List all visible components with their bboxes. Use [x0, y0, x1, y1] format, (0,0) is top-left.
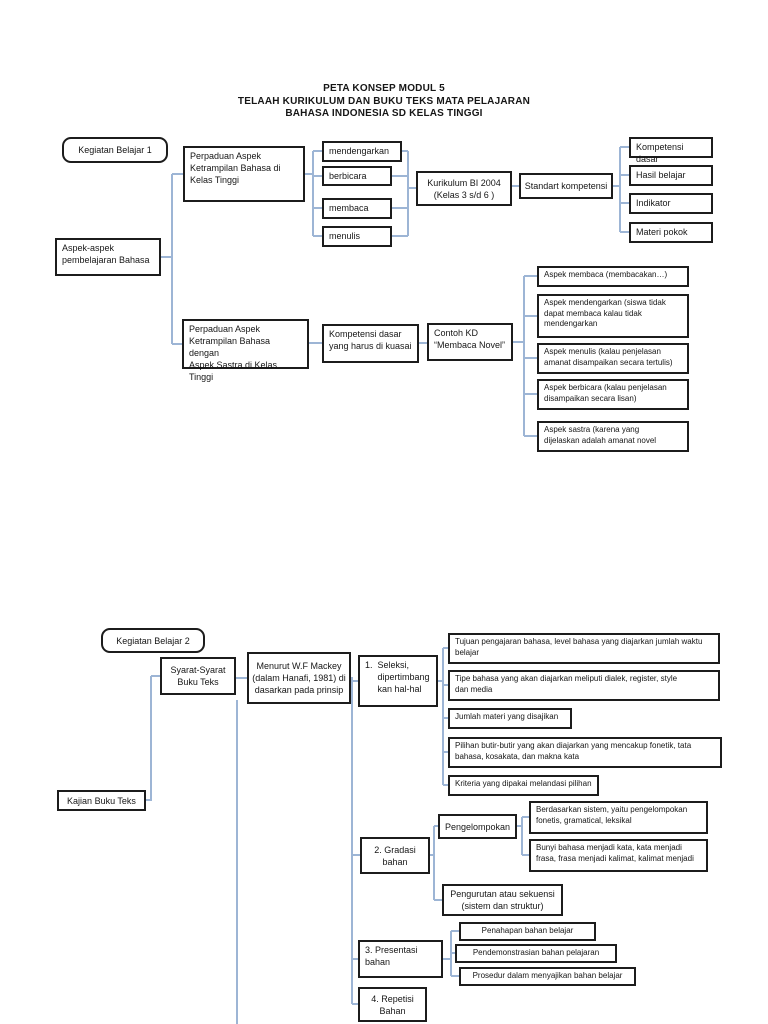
connector-arrow — [620, 199, 635, 207]
connector-line — [430, 854, 434, 856]
node-jumlah-materi: Jumlah materi yang disajikan — [448, 708, 572, 729]
node-menulis: menulis — [322, 226, 392, 247]
node-indikator: Indikator — [629, 193, 713, 214]
connector-line — [613, 185, 620, 187]
connector-arrow — [522, 851, 535, 859]
node-seleksi: 1. Seleksi, dipertimbang kan hal-hal — [358, 655, 438, 707]
node-materi-pokok: Materi pokok — [629, 222, 713, 243]
connector-arrow — [313, 204, 328, 212]
connector-line — [521, 817, 523, 855]
node-bunyi-bahasa: Bunyi bahasa menjadi kata, kata menjadi … — [529, 839, 708, 872]
node-kompetensi-dasar: Kompetensi dasar — [629, 137, 713, 164]
connector-line — [392, 175, 408, 177]
node-perpaduan-ketrampilan-bahasa: Perpaduan Aspek Ketrampilan Bahasa di Ke… — [183, 146, 305, 202]
connector-line — [305, 173, 313, 175]
node-kegiatan-belajar-1: Kegiatan Belajar 1 — [62, 137, 168, 163]
connector-arrow — [352, 851, 366, 859]
connector-arrow — [151, 672, 166, 680]
node-aspek-mendengarkan: Aspek mendengarkan (siswa tidak dapat me… — [537, 294, 689, 338]
node-prosedur-menyajikan: Prosedur dalam menyajikan bahan belajar — [459, 967, 636, 986]
node-pendemonstrasian-bahan: Pendemonstrasian bahan pelajaran — [455, 944, 617, 963]
node-aspek-sastra: Aspek sastra (karena yang dijelaskan ada… — [537, 421, 689, 452]
connector-line — [146, 799, 152, 801]
connector-line — [392, 235, 408, 237]
node-kompetensi-dasar-dikuasai: Kompetensi dasar yang harus di kuasai — [322, 324, 419, 363]
connector-line — [161, 256, 173, 258]
node-kurikulum-bi-2004: Kurikulum BI 2004 (Kelas 3 s/d 6 ) — [416, 171, 512, 206]
node-kriteria-pilihan: Kriteria yang dipakai melandasi pilihan — [448, 775, 599, 796]
connector-line — [433, 826, 435, 900]
node-penahapan-bahan: Penahapan bahan belajar — [459, 922, 596, 941]
connector-line — [438, 680, 443, 682]
connector-arrow — [524, 312, 543, 320]
connector-arrow — [524, 354, 543, 362]
connector-arrow — [451, 927, 465, 935]
node-menurut-wf-mackey: Menurut W.F Mackey (dalam Hanafi, 1981) … — [247, 652, 351, 704]
connector-arrow — [236, 674, 253, 682]
node-tujuan-pengajaran: Tujuan pengajaran bahasa, level bahasa y… — [448, 633, 720, 664]
connector-line — [150, 676, 152, 801]
connector-arrow — [620, 171, 635, 179]
node-standart-kompetensi: Standart kompetensi — [519, 173, 613, 199]
connector-arrow — [522, 813, 535, 821]
connector-line — [517, 825, 522, 827]
node-perpaduan-aspek-sastra: Perpaduan Aspek Ketrampilan Bahasa denga… — [182, 319, 309, 382]
node-pengelompokan: Pengelompokan — [438, 814, 517, 839]
connector-line — [513, 341, 524, 343]
connector-line — [443, 958, 451, 960]
connector-line — [402, 150, 408, 152]
connector-arrow — [524, 390, 543, 398]
node-aspek-membaca: Aspek membaca (membacakan…) — [537, 266, 689, 287]
connector-line — [619, 147, 621, 232]
connector-line — [523, 276, 525, 436]
connector-arrow — [313, 172, 328, 180]
connector-arrow — [408, 184, 422, 192]
connector-arrow — [620, 228, 635, 236]
node-aspek-berbicara: Aspek berbicara (kalau penjelasan disamp… — [537, 379, 689, 410]
node-repetisi-bahan: 4. Repetisi Bahan — [358, 987, 427, 1022]
node-pengurutan-sekuensi: Pengurutan atau sekuensi (sistem dan str… — [442, 884, 563, 916]
node-contoh-kd-membaca-novel: Contoh KD “Membaca Novel” — [427, 323, 513, 361]
connector-arrow — [309, 339, 328, 347]
connector-line — [407, 151, 409, 236]
connector-arrow — [524, 272, 543, 280]
connector-arrow — [172, 340, 188, 348]
connector-arrow — [524, 432, 543, 440]
node-tipe-bahasa: Tipe bahasa yang akan diajarkan meliputi… — [448, 670, 720, 701]
node-berdasarkan-sistem: Berdasarkan sistem, yaitu pengelompokan … — [529, 801, 708, 834]
title-line-3: BAHASA INDONESIA SD KELAS TINGGI — [285, 108, 483, 119]
node-presentasi-bahan: 3. Presentasi bahan — [358, 940, 443, 978]
node-berbicara: berbicara — [322, 166, 392, 186]
node-gradasi-bahan: 2. Gradasi bahan — [360, 837, 430, 874]
connector-line — [351, 678, 353, 1004]
connector-arrow — [512, 182, 525, 190]
node-kegiatan-belajar-2: Kegiatan Belajar 2 — [101, 628, 205, 653]
connector-line — [171, 174, 173, 344]
title-line-1: PETA KONSEP MODUL 5 — [323, 83, 445, 94]
connector-line — [442, 648, 444, 785]
node-mendengarkan: mendengarkan — [322, 141, 402, 162]
connector-arrow — [313, 232, 328, 240]
connector-arrow — [620, 143, 635, 151]
node-aspek-menulis: Aspek menulis (kalau penjelasan amanat d… — [537, 343, 689, 374]
connector-line — [236, 700, 238, 1024]
node-kajian-buku-teks: Kajian Buku Teks — [57, 790, 146, 811]
title-line-2: TELAAH KURIKULUM DAN BUKU TEKS MATA PELA… — [237, 95, 531, 107]
connector-arrow — [419, 339, 433, 347]
node-syarat-syarat-buku-teks: Syarat-Syarat Buku Teks — [160, 657, 236, 695]
connector-line — [312, 151, 314, 236]
connector-arrow — [434, 896, 448, 904]
connector-line — [392, 207, 408, 209]
node-membaca: membaca — [322, 198, 392, 219]
connector-arrow — [172, 170, 189, 178]
node-aspek-aspek-pembelajaran: Aspek-aspek pembelajaran Bahasa — [55, 238, 161, 276]
node-hasil-belajar: Hasil belajar — [629, 165, 713, 186]
connector-arrow — [451, 972, 465, 980]
page-title: PETA KONSEP MODUL 5 TELAAH KURIKULUM DAN… — [0, 83, 768, 121]
connector-arrow — [313, 147, 328, 155]
node-pilihan-butir: Pilihan butir-butir yang akan diajarkan … — [448, 737, 722, 768]
